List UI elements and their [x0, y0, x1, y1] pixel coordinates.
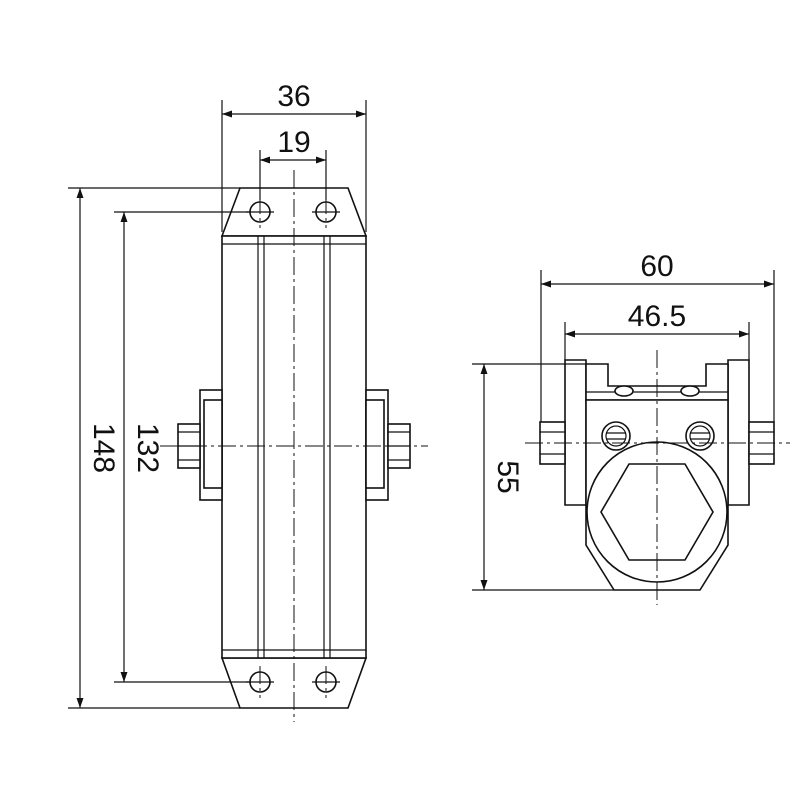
dim-bolt-spacing: 19 — [277, 126, 310, 159]
side-view — [525, 350, 790, 605]
front-view — [160, 170, 428, 722]
dim-inner-width-side: 46.5 — [628, 300, 686, 333]
dim-hole-spacing: 132 — [131, 423, 164, 473]
left-axle-hub — [177, 389, 223, 501]
dim-width-front: 36 — [277, 80, 310, 113]
right-side-plate — [727, 359, 750, 506]
dim-height-side: 55 — [491, 460, 524, 493]
dim-overall-length: 148 — [87, 423, 120, 473]
side-dimensions: 60 46.5 55 — [472, 250, 775, 591]
left-side-plate — [564, 359, 587, 506]
dim-width-side: 60 — [640, 250, 673, 283]
right-axle-hub — [365, 389, 411, 501]
front-dimensions: 36 19 148 132 — [68, 80, 367, 709]
